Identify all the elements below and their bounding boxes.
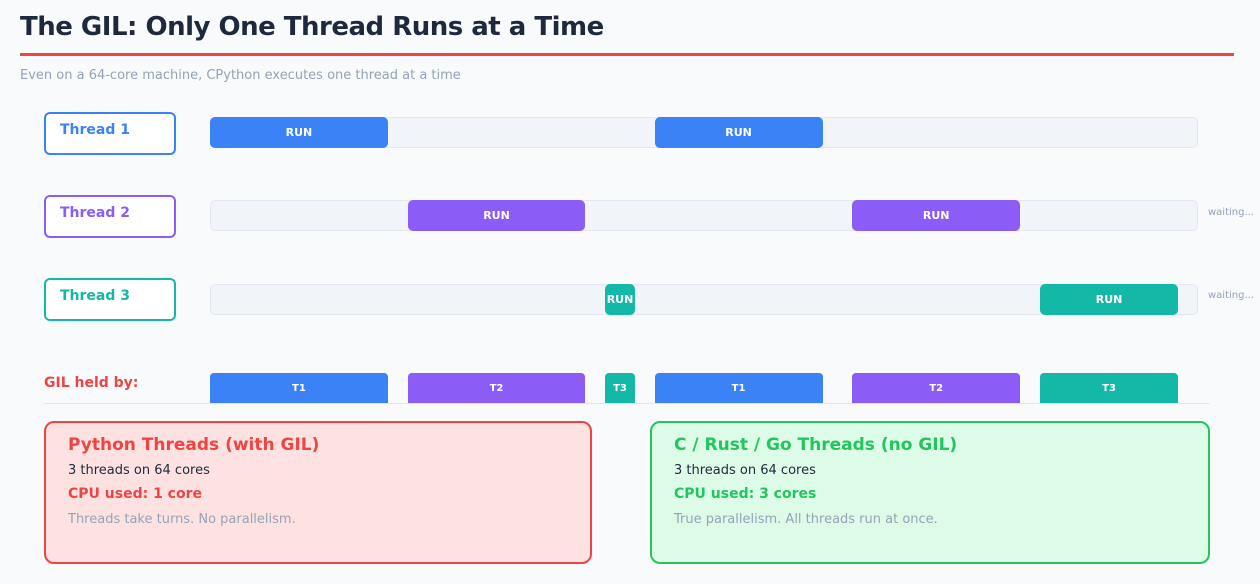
gil-block: T2: [852, 373, 1021, 403]
thread-2-run-2: RUN: [852, 200, 1021, 231]
native-card-note: True parallelism. All threads run at onc…: [674, 512, 938, 527]
page-subtitle: Even on a 64-core machine, CPython execu…: [20, 68, 461, 83]
gil-block: T1: [210, 373, 388, 403]
python-threads-card: Python Threads (with GIL) 3 threads on 6…: [44, 421, 592, 564]
native-card-subtitle: 3 threads on 64 cores: [674, 463, 816, 478]
thread-1-label: Thread 1: [44, 112, 176, 155]
gil-block: T3: [1039, 373, 1179, 403]
thread-1-run-2: RUN: [654, 117, 823, 148]
thread-3-label: Thread 3: [44, 278, 176, 321]
native-card-title: C / Rust / Go Threads (no GIL): [674, 435, 958, 455]
gil-baseline: [44, 403, 1210, 404]
thread-3-run-1: RUN: [605, 284, 635, 315]
gil-block: T2: [407, 373, 586, 403]
python-card-title: Python Threads (with GIL): [68, 435, 320, 455]
python-card-note: Threads take turns. No parallelism.: [68, 512, 296, 527]
page-title: The GIL: Only One Thread Runs at a Time: [20, 12, 604, 42]
python-card-subtitle: 3 threads on 64 cores: [68, 463, 210, 478]
title-underline: [20, 53, 1234, 56]
thread-2-track: [210, 200, 1198, 231]
thread-1-run-1: RUN: [210, 117, 388, 148]
native-card-cpu: CPU used: 3 cores: [674, 486, 817, 502]
thread-2-label: Thread 2: [44, 195, 176, 238]
python-card-cpu: CPU used: 1 core: [68, 486, 202, 502]
gil-block: T3: [605, 373, 635, 403]
thread-2-status: waiting...: [1208, 207, 1255, 218]
native-threads-card: C / Rust / Go Threads (no GIL) 3 threads…: [650, 421, 1210, 564]
thread-3-track: [210, 284, 1198, 315]
gil-block: T1: [654, 373, 823, 403]
thread-3-status: waiting...: [1208, 290, 1255, 301]
thread-2-run-1: RUN: [407, 200, 586, 231]
gil-held-label: GIL held by:: [44, 375, 139, 391]
thread-3-run-2: RUN: [1039, 284, 1179, 315]
